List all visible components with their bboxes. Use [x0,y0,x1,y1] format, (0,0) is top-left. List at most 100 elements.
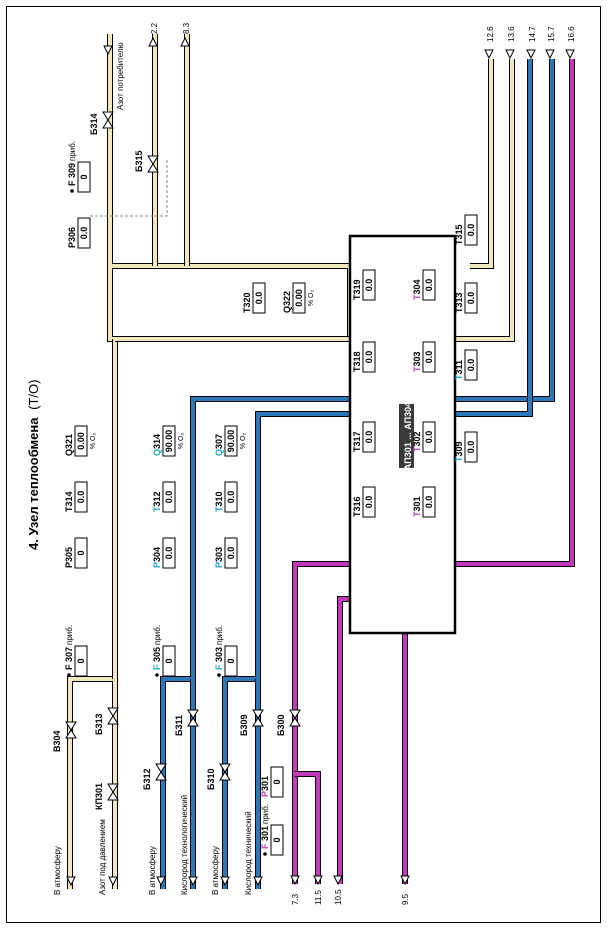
sensor-label: P306 [67,227,77,248]
pipe-73 [292,561,350,884]
label-atmosphere-3: В атмосферу [211,846,220,895]
pipe-166 [455,59,575,567]
pipe-label-147: 14.7 [528,26,537,42]
sensor-value-box [162,537,176,569]
valve-kp301[interactable]: КП301 [94,783,119,810]
valve-b312[interactable]: Б312 [142,763,167,790]
sensor-value-box [77,161,91,193]
sensor-f301[interactable]: F 301приб.0 [260,804,284,856]
sensor-unit: % O₂ [308,290,315,307]
valve-b311[interactable]: Б311 [174,709,199,736]
sensor-value-box [270,824,284,856]
sensor-value-box [422,421,436,453]
sensor-bullet-icon [263,852,267,856]
sensor-value: 0.0 [424,431,434,444]
sensor-label: F 303приб. [214,625,224,670]
sensor-value: 90.00 [164,430,174,453]
sensor-label: Q321 [64,434,74,456]
sensor-f309[interactable]: F 309приб.0 [67,141,91,193]
sensor-value: 0.0 [164,491,174,504]
sensor-value: 0.0 [164,547,174,560]
sensor-f305[interactable]: F 305приб.0 [152,625,176,677]
page-title: 4. Узел теплообмена (Т/О) [26,380,41,550]
sensor-label: T318 [352,351,362,372]
sensor-value: 0.0 [364,496,374,509]
sensor-value-box [422,341,436,373]
pipe-136 [455,59,515,342]
valve-b314[interactable]: Б314 [89,111,114,135]
sensor-label: P304 [152,547,162,568]
sensor-value: 0 [164,658,174,663]
sensor-value: 0 [272,779,282,784]
sensor-label: P301 [260,776,270,797]
sensor-f307[interactable]: F 307приб.0 [64,625,88,677]
svg-text:Б311: Б311 [174,715,184,736]
sensor-value-box [224,537,238,569]
pipe-nitrogen-pressure [67,336,350,889]
pipe-label-83: 8.3 [182,22,191,34]
svg-text:АП301 ... АП304: АП301 ... АП304 [403,402,413,470]
valve-v304[interactable]: В304 [52,721,77,752]
sensor-label: T311 [454,360,464,380]
label-nitrogen-consumer: Азот потребителю [116,42,125,110]
sensor-value-box [77,217,91,249]
sensor-label: F 301приб. [260,804,270,849]
pipe-105 [337,596,408,884]
sensor-value: 0.0 [424,496,434,509]
valve-b313[interactable]: Б313 [94,707,119,735]
valve-b309[interactable]: Б309 [239,709,264,737]
diagram-frame [6,6,601,923]
sensor-value: 0.00 [294,289,304,307]
sensor-value-box [464,282,478,314]
pipe-label-166: 16.6 [567,26,576,42]
pipe-157 [455,59,533,417]
sensor-label: T317 [352,431,362,452]
svg-text:Б309: Б309 [239,715,249,737]
sensor-value: 0 [272,837,282,842]
sensor-label: P303 [214,547,224,568]
sensor-label: T304 [412,279,422,300]
sensor-value: 0.0 [364,351,374,364]
valve-b315[interactable]: Б315 [134,151,159,173]
sensor-value: 0.0 [76,491,86,504]
sensor-bullet-icon [155,673,159,677]
pipe-label-22: 2.2 [150,22,159,34]
sensor-f303[interactable]: F 303приб.0 [214,625,238,677]
pipe-label-136: 13.6 [507,26,516,42]
pipe-label-126: 12.6 [486,26,495,42]
sensor-value-box [224,481,238,513]
valve-b310[interactable]: Б310 [206,763,231,790]
sensor-value: 0.0 [466,441,476,454]
valve-b300[interactable]: Б300 [276,709,301,736]
sensor-label: T316 [352,496,362,517]
pipe-115 [295,771,321,884]
pipe-oxygen-process [160,396,350,889]
sensor-value-box [362,421,376,453]
device-label: АП301 ... АП304 [399,402,414,470]
